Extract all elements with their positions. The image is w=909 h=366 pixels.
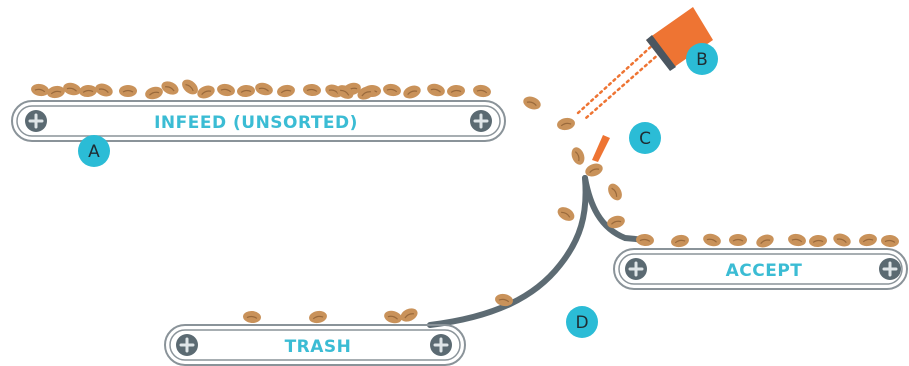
camera-icon <box>576 7 713 120</box>
coffee-bean-icon <box>357 86 375 100</box>
coffee-bean-icon <box>197 85 215 99</box>
coffee-bean-icon <box>79 84 97 98</box>
roller-icon <box>25 110 47 132</box>
marker-c-label: C <box>639 129 651 149</box>
marker-a: A <box>78 135 110 167</box>
roller-icon <box>879 258 901 280</box>
roller-icon <box>176 334 198 356</box>
coffee-bean-icon <box>859 233 877 247</box>
coffee-bean-icon <box>383 83 401 97</box>
coffee-bean-icon <box>303 83 321 97</box>
marker-b: B <box>686 43 718 75</box>
coffee-bean-icon <box>671 234 689 248</box>
coffee-bean-icon <box>729 234 747 246</box>
coffee-bean-icon <box>788 233 806 247</box>
coffee-bean-icon <box>255 82 273 96</box>
coffee-bean-icon <box>756 234 774 248</box>
coffee-bean-icon <box>47 85 65 99</box>
coffee-bean-icon <box>277 84 295 98</box>
coffee-bean-icon <box>809 234 827 248</box>
coffee-bean-icon <box>833 233 851 247</box>
coffee-bean-icon <box>557 117 575 131</box>
coffee-bean-icon <box>427 83 445 97</box>
coffee-bean-icon <box>95 83 113 97</box>
coffee-bean-icon <box>608 183 622 201</box>
coffee-bean-icon <box>403 85 421 99</box>
accept-label: ACCEPT <box>726 261 803 281</box>
accept-conveyor: ACCEPT <box>613 248 908 290</box>
coffee-bean-icon <box>400 308 418 322</box>
coffee-beans <box>31 79 899 324</box>
coffee-bean-icon <box>119 85 137 97</box>
roller-icon <box>430 334 452 356</box>
coffee-bean-icon <box>237 84 255 98</box>
trash-conveyor: TRASH <box>164 324 466 366</box>
coffee-bean-icon <box>217 83 235 97</box>
marker-c: C <box>629 122 661 154</box>
marker-a-label: A <box>88 142 100 162</box>
air-ejector-icon <box>592 135 610 162</box>
coffee-bean-icon <box>182 79 198 95</box>
marker-d: D <box>566 306 598 338</box>
coffee-bean-icon <box>703 233 721 247</box>
coffee-bean-icon <box>145 86 163 100</box>
coffee-bean-icon <box>881 234 899 248</box>
roller-icon <box>470 110 492 132</box>
coffee-bean-icon <box>243 310 261 324</box>
roller-icon <box>625 258 647 280</box>
coffee-bean-icon <box>309 310 327 324</box>
marker-b-label: B <box>696 50 708 70</box>
coffee-bean-icon <box>31 83 49 97</box>
coffee-bean-icon <box>523 96 541 110</box>
coffee-bean-icon <box>161 81 179 95</box>
coffee-bean-icon <box>585 163 603 177</box>
coffee-bean-icon <box>607 215 625 229</box>
coffee-bean-icon <box>447 84 465 98</box>
marker-d-label: D <box>575 313 588 333</box>
coffee-bean-icon <box>495 293 513 307</box>
coffee-bean-icon <box>384 310 402 324</box>
coffee-bean-icon <box>636 233 654 247</box>
coffee-bean-icon <box>336 85 354 99</box>
trash-label: TRASH <box>285 337 352 357</box>
coffee-bean-icon <box>557 207 575 221</box>
coffee-bean-icon <box>571 147 585 165</box>
coffee-bean-icon <box>473 84 491 98</box>
sorting-chute <box>427 175 649 328</box>
coffee-bean-icon <box>63 82 81 96</box>
infeed-label: INFEED (UNSORTED) <box>154 113 358 133</box>
infeed-conveyor: INFEED (UNSORTED) <box>11 100 506 142</box>
